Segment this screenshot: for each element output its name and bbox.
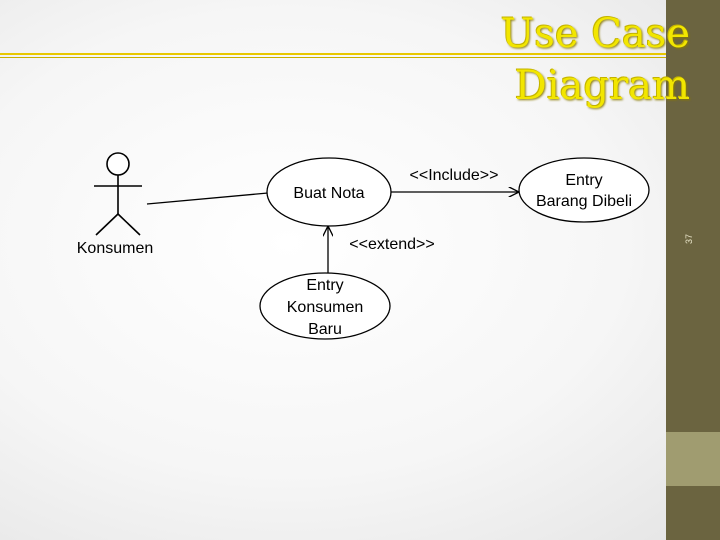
use-case-entry-barang-line2: Barang Dibeli [536, 193, 632, 210]
slide-title-line2: Diagram [514, 63, 690, 109]
use-case-entry-konsumen-line3: Baru [308, 321, 342, 338]
extend-label: <<extend>> [349, 236, 434, 253]
use-case-buat-nota-label: Buat Nota [293, 185, 364, 202]
actor-left-leg [95, 213, 119, 236]
title-divider [0, 53, 666, 58]
use-case-entry-konsumen-line1: Entry [306, 277, 343, 294]
slide-title-line1: Use Case [500, 11, 690, 57]
slide-number: 37 [684, 233, 695, 245]
side-bar-band [666, 432, 720, 486]
use-case-entry-barang-dibeli [518, 157, 650, 223]
association-line [146, 192, 269, 205]
actor-konsumen-figure [94, 152, 142, 236]
use-case-entry-konsumen-baru [259, 272, 391, 340]
actor-head [106, 152, 130, 176]
actor-right-leg [117, 213, 141, 236]
use-case-diagram: Konsumen Buat Nota <<Include>> Entry Bar… [77, 152, 650, 340]
slide-title: Use Case Diagram [450, 8, 690, 112]
include-label: <<Include>> [410, 167, 499, 184]
use-case-entry-konsumen-line2: Konsumen [287, 299, 364, 316]
use-case-entry-barang-line1: Entry [565, 172, 602, 189]
actor-label: Konsumen [77, 240, 154, 257]
